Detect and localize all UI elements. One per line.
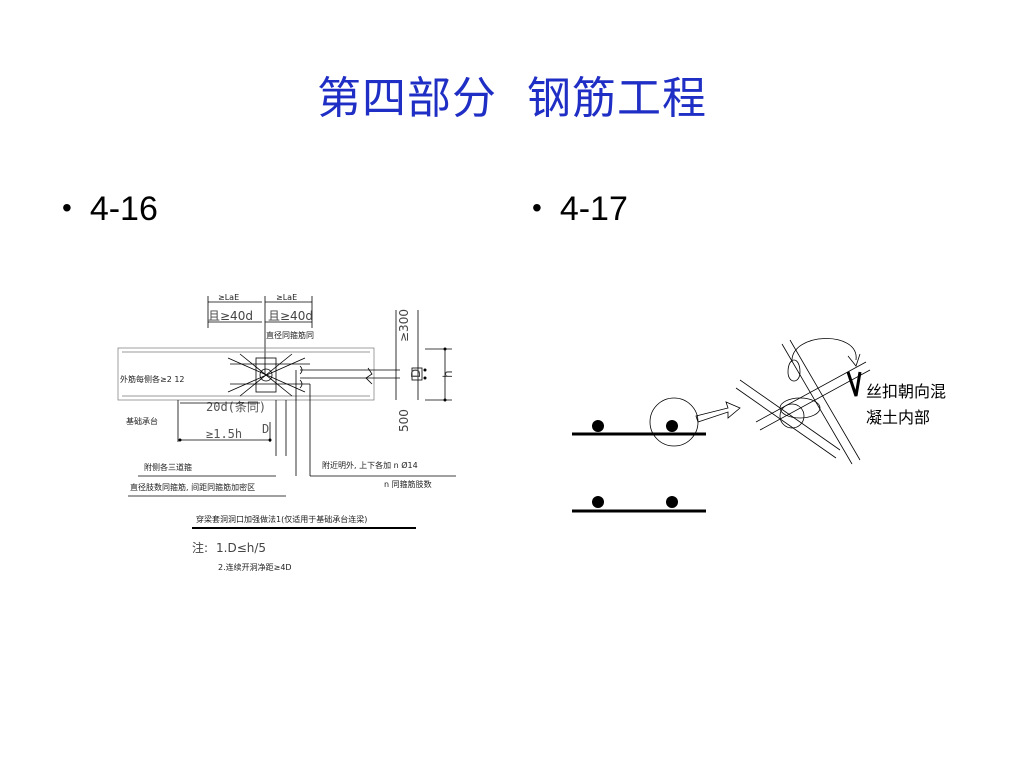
- bullet-item-4-16: • 4-16: [62, 190, 158, 229]
- cap-label: 基础承台: [126, 416, 158, 426]
- dense-note: 直径同箍筋同: [266, 330, 314, 340]
- note-2: 2.连续开洞净距≥4D: [218, 562, 292, 572]
- bullet-label: 4-16: [89, 190, 158, 228]
- dim-d2: D: [262, 422, 269, 436]
- dim-300: ≥300: [397, 309, 411, 342]
- dense-zone-label: 直径肢数同箍筋, 间距同箍筋加密区: [130, 482, 255, 492]
- figure-4-17-drawing: 丝扣朝向混 凝土内部: [572, 338, 946, 513]
- bullet-label: 4-17: [559, 190, 628, 228]
- dim-40d-1: 且≥40d: [208, 309, 253, 323]
- figure-caption: 穿梁套洞洞口加强做法1(仅适用于基础承台连梁): [196, 514, 367, 524]
- note-1: 1.D≤h/5: [216, 541, 266, 555]
- side-three-label: 附侧各三道箍: [144, 462, 192, 472]
- dim-h: h: [441, 370, 455, 378]
- dim-lae-2: ≥LaE: [276, 293, 297, 302]
- bullet-item-4-17: • 4-17: [532, 190, 628, 229]
- dim-d: D: [409, 369, 423, 378]
- dim-lae-1: ≥LaE: [218, 293, 239, 302]
- dim-20d: 20d(条同): [206, 400, 266, 414]
- stirrup-note-2: n 同箍筋肢数: [384, 479, 432, 489]
- bullet-marker: •: [532, 192, 542, 223]
- note-label: 注:: [192, 540, 208, 555]
- coupler-note-line-1: 丝扣朝向混: [866, 382, 946, 401]
- dim-500: 500: [397, 409, 411, 432]
- bullet-marker: •: [62, 192, 72, 223]
- side-bars-label: 外筋每侧各≥2 12: [120, 374, 185, 384]
- figure-4-16-drawing: ≥LaE ≥LaE 且≥40d 且≥40d 直径同箍筋同 ≥300 500 D …: [117, 293, 456, 572]
- dim-40d-2: 且≥40d: [268, 309, 313, 323]
- stirrup-note: 附近明外, 上下各加 n Ø14: [322, 460, 418, 470]
- slide-title: 第四部分 钢筋工程: [317, 73, 707, 124]
- coupler-note-line-2: 凝土内部: [866, 408, 930, 427]
- dim-1-5h: ≥1.5h: [206, 427, 242, 441]
